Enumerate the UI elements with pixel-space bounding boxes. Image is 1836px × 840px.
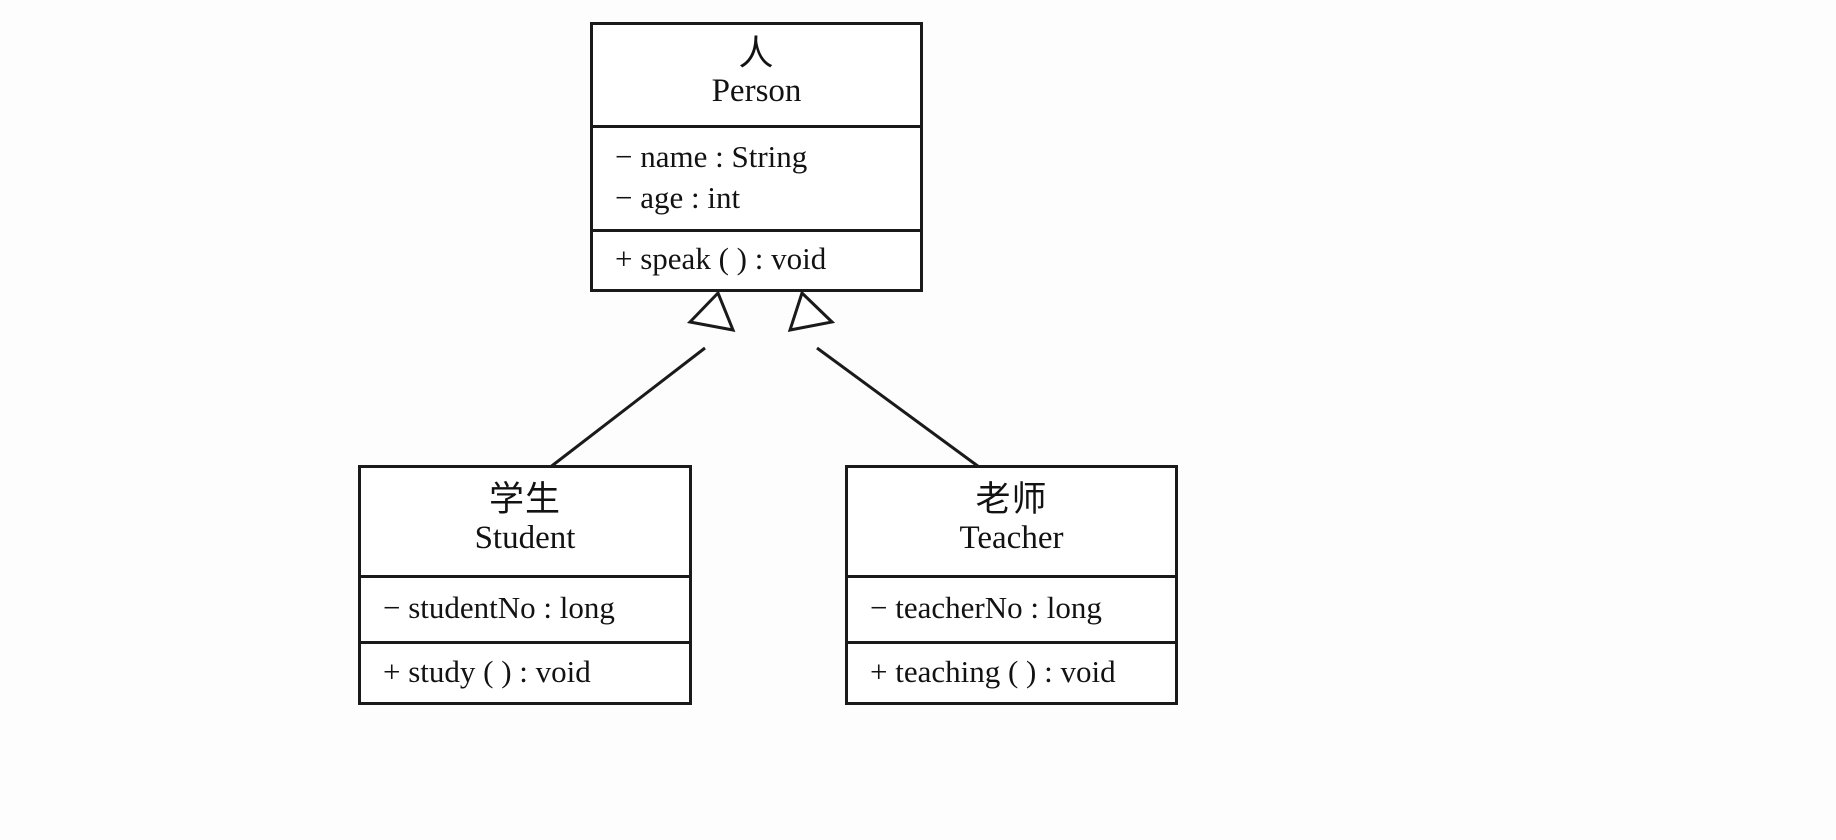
attributes-compartment-teacher: − teacherNo : long	[848, 575, 1175, 641]
class-name-compartment-student: 学生 Student	[361, 468, 689, 575]
attribute-row: − name : String	[615, 139, 808, 175]
attribute-row: − teacherNo : long	[870, 590, 1102, 626]
generalization-line-student-person	[539, 346, 706, 477]
operation-row: + teaching ( ) : void	[870, 653, 1116, 689]
hollow-triangle-arrowhead-student	[686, 290, 736, 332]
attributes-compartment-student: − studentNo : long	[361, 575, 689, 641]
attribute-row: − studentNo : long	[383, 590, 615, 626]
operations-compartment-student: + study ( ) : void	[361, 641, 689, 702]
attributes-compartment-person: − name : String − age : int	[593, 125, 920, 229]
class-name-latin-person: Person	[711, 73, 802, 110]
class-name-compartment-teacher: 老师 Teacher	[848, 468, 1175, 575]
class-name-cjk-teacher: 老师	[975, 480, 1048, 521]
hollow-triangle-arrowhead-teacher	[787, 290, 836, 332]
generalization-line-teacher-person	[816, 346, 991, 477]
class-name-latin-student: Student	[474, 519, 576, 556]
class-name-latin-teacher: Teacher	[959, 519, 1064, 556]
class-box-student[interactable]: 学生 Student − studentNo : long + study ( …	[358, 465, 692, 705]
class-name-cjk-person: 人	[738, 33, 775, 74]
operations-compartment-teacher: + teaching ( ) : void	[848, 641, 1175, 702]
attribute-row: − age : int	[615, 179, 741, 215]
class-name-compartment-person: 人 Person	[593, 25, 920, 125]
class-box-person[interactable]: 人 Person − name : String − age : int + s…	[590, 22, 923, 292]
class-box-teacher[interactable]: 老师 Teacher − teacherNo : long + teaching…	[845, 465, 1178, 705]
operation-row: + study ( ) : void	[383, 653, 591, 689]
operation-row: + speak ( ) : void	[615, 241, 827, 277]
class-name-cjk-student: 学生	[488, 480, 561, 521]
operations-compartment-person: + speak ( ) : void	[593, 229, 920, 289]
